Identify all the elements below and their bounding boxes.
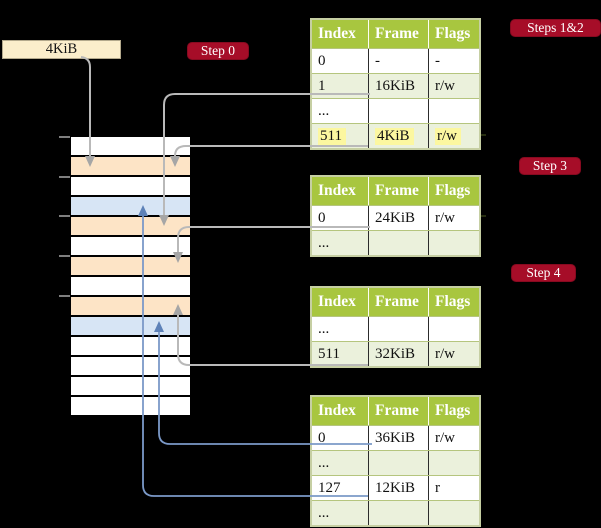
address-tick (59, 176, 70, 178)
table-cell: - (368, 49, 428, 73)
table-cell: r/w (428, 342, 479, 366)
table-row: ... (312, 450, 479, 475)
column-header-frame: Frame (368, 20, 428, 48)
table-cell (368, 317, 428, 341)
table-cell: - (428, 49, 479, 73)
connector-stub (481, 134, 486, 136)
column-header-flags: Flags (428, 177, 479, 205)
memory-frame-row-0kib (71, 137, 190, 157)
memory-frame-row-36kib (71, 317, 190, 337)
column-header-frame: Frame (368, 177, 428, 205)
memory-frame-row-16kib (71, 217, 190, 237)
table-cell: r/w (428, 206, 479, 230)
column-header-frame: Frame (368, 397, 428, 425)
memory-frame-row-40kib (71, 337, 190, 357)
table-cell (428, 451, 479, 475)
highlighted-value: 4KiB (375, 127, 414, 145)
address-tick (59, 215, 70, 217)
table-cell (428, 231, 479, 255)
memory-frame-row-12kib (71, 197, 190, 217)
table-cell: 1 (318, 77, 326, 94)
column-header-flags: Flags (428, 20, 479, 48)
table-row: 511 4KiB r/w (312, 123, 479, 148)
table-cell: ... (318, 504, 330, 521)
memory-frame-row-48kib (71, 377, 190, 397)
table-cell: 12KiB (368, 476, 428, 500)
column-header-frame: Frame (368, 288, 428, 316)
steps-1-2-label: Steps 1&2 (511, 20, 600, 36)
table-cell: 511 (312, 124, 368, 148)
address-tick (59, 295, 70, 297)
column-header-index: Index (318, 182, 356, 199)
table-cell: 0 (318, 52, 326, 69)
memory-frame-row-8kib (71, 177, 190, 197)
connector-stub (481, 215, 486, 217)
physical-memory-column (71, 137, 190, 415)
address-tick (59, 255, 70, 257)
table-cell (428, 99, 479, 123)
table-cell (368, 451, 428, 475)
memory-frame-row-24kib (71, 257, 190, 277)
memory-frame-row-32kib (71, 297, 190, 317)
table-row: ... (312, 500, 479, 525)
table-cell: 0 (318, 429, 326, 446)
step-0-label: Step 0 (188, 43, 248, 59)
memory-frame-row-44kib (71, 357, 190, 377)
table-cell: ... (318, 234, 330, 251)
table-row: ... (312, 98, 479, 123)
table-cell (368, 231, 428, 255)
frame-size-box: 4KiB (2, 40, 121, 59)
column-header-index: Index (318, 293, 356, 310)
table-row: 0 -- (312, 48, 479, 73)
table-cell (428, 317, 479, 341)
column-header-index: Index (318, 402, 356, 419)
table-cell: r (428, 476, 479, 500)
memory-frame-row-20kib (71, 237, 190, 257)
memory-frame-row-52kib (71, 397, 190, 415)
table-cell: 4KiB (368, 124, 428, 148)
table-cell: 16KiB (368, 74, 428, 98)
table-cell: ... (318, 454, 330, 471)
step-4-label: Step 4 (512, 265, 575, 281)
column-header-index: Index (318, 25, 356, 42)
column-header-flags: Flags (428, 397, 479, 425)
memory-frame-row-28kib (71, 277, 190, 297)
table-row: ... (312, 316, 479, 341)
table-cell: r/w (428, 426, 479, 450)
table-cell (428, 501, 479, 525)
highlighted-value: r/w (435, 127, 461, 145)
highlighted-value: 511 (318, 127, 346, 145)
table-cell: 511 (318, 345, 340, 362)
table-cell: 36KiB (368, 426, 428, 450)
column-header-flags: Flags (428, 288, 479, 316)
table-cell: r/w (428, 124, 479, 148)
table-cell: ... (318, 320, 330, 337)
address-tick (59, 136, 70, 138)
table-cell: 127 (318, 479, 341, 496)
table-cell (368, 99, 428, 123)
table-cell: 32KiB (368, 342, 428, 366)
table-cell: r/w (428, 74, 479, 98)
table-row: ... (312, 230, 479, 255)
table-cell: ... (318, 102, 330, 119)
step-3-label: Step 3 (520, 158, 580, 174)
table-cell: 0 (318, 209, 326, 226)
memory-frame-row-4kib (71, 157, 190, 177)
table-cell: 24KiB (368, 206, 428, 230)
table-cell (368, 501, 428, 525)
